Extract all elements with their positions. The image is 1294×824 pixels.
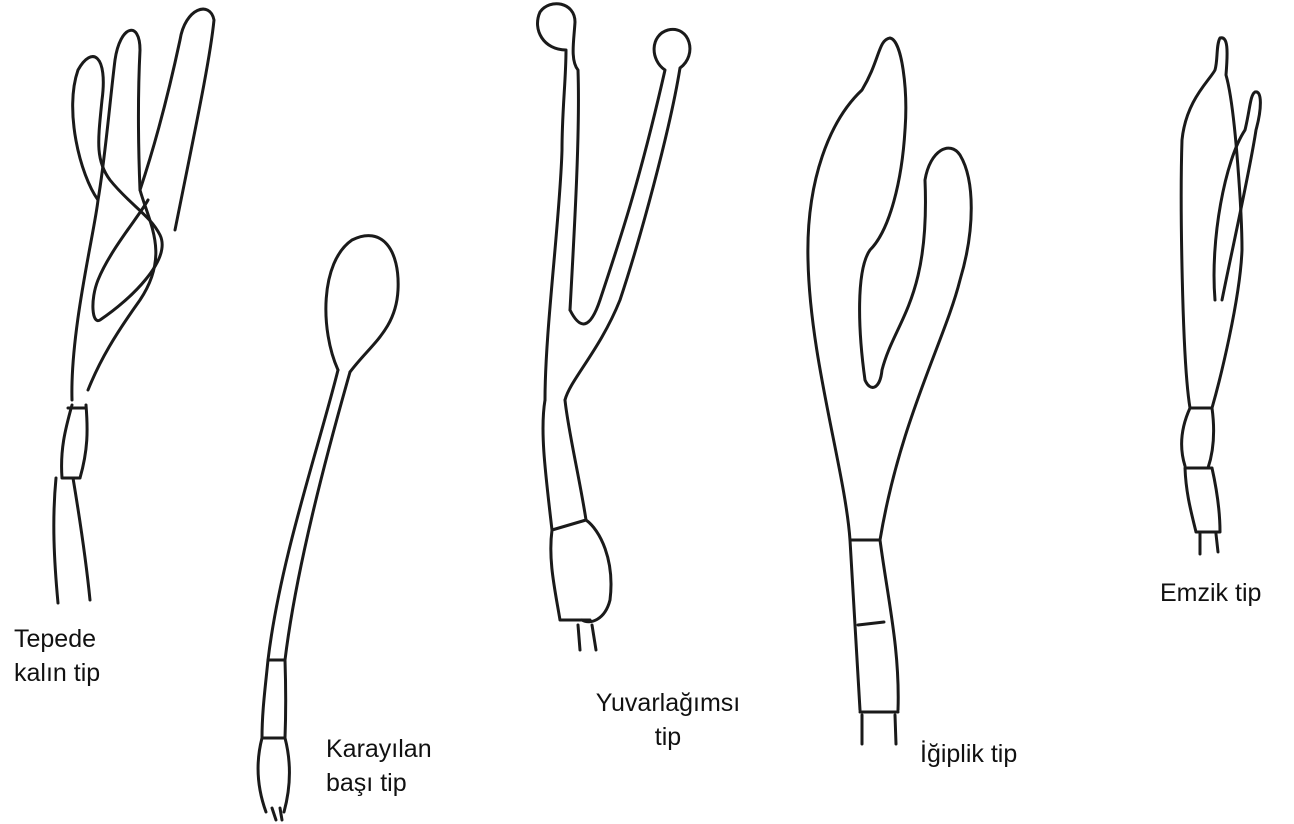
tepede-mid-arm xyxy=(88,30,156,390)
label-line: Tepede xyxy=(14,622,100,656)
label-yuvarlagimsi-tip: Yuvarlağımsı tip xyxy=(568,686,768,754)
label-line: İğiplik tip xyxy=(920,737,1017,771)
karayilan-base xyxy=(258,660,289,820)
label-karayilan-basi-tip: Karayılan başı tip xyxy=(326,732,432,800)
karayilan-head xyxy=(326,236,398,372)
emzik-outer xyxy=(1181,38,1242,408)
label-igiplik-tip: İğiplik tip xyxy=(920,737,1017,771)
label-tepede-kalin-tip: Tepede kalın tip xyxy=(14,622,100,690)
label-line: Emzik tip xyxy=(1160,576,1261,610)
igiplik-base xyxy=(850,540,898,744)
label-line: Karayılan xyxy=(326,732,432,766)
tepede-right-arm xyxy=(140,9,214,230)
yuvarlagimsi-right-arm xyxy=(565,29,690,400)
emzik-inner-arm xyxy=(1214,92,1260,300)
label-line: başı tip xyxy=(326,766,432,800)
karayilan-stem xyxy=(268,370,350,660)
yuvarlagimsi-base xyxy=(543,400,611,650)
shape-emzik-tip xyxy=(1181,38,1260,554)
label-emzik-tip: Emzik tip xyxy=(1160,576,1261,610)
igiplik-outer xyxy=(808,38,971,540)
label-line: kalın tip xyxy=(14,656,100,690)
shape-igiplik-tip xyxy=(808,38,971,744)
label-line: Yuvarlağımsı xyxy=(568,686,768,720)
tepede-stem xyxy=(54,405,90,603)
shape-tepede-kalin-tip xyxy=(54,9,214,603)
tepede-left-loop xyxy=(72,57,162,400)
emzik-base xyxy=(1182,408,1220,554)
shape-yuvarlagimsi-tip xyxy=(538,4,690,650)
label-line: tip xyxy=(568,720,768,754)
yuvarlagimsi-left-arm xyxy=(538,4,579,400)
